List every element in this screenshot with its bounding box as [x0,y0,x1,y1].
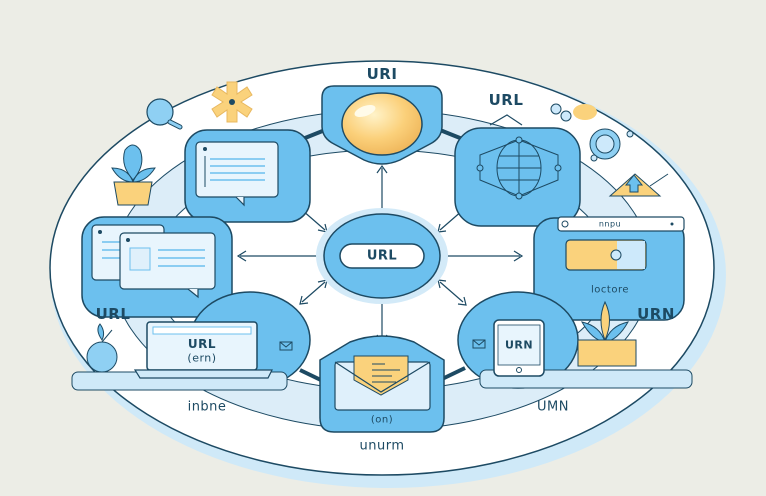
laptop-icon [133,321,273,379]
chevron-up-icon [489,114,523,126]
label-url-left: URL [95,305,131,323]
chat-window-icon [195,141,279,207]
label-bottom: unurm [359,438,405,454]
node-top-left[interactable] [184,129,311,223]
bubbles-icon [550,103,597,122]
apple-icon [86,323,118,373]
label-url-top-right: URL [488,91,524,109]
browser-window-title: nnpu [598,219,622,229]
node-top-right[interactable] [454,127,581,227]
plant-pot-icon [577,300,637,367]
label-urn-right: URN [637,305,675,323]
browser-window-titlebar [557,216,685,232]
center-url-pill[interactable] [339,243,425,269]
label-uri-top: URI [366,65,398,83]
gear-icon [211,81,253,123]
tablet-icon [493,319,545,377]
laptop-screen-line1: URL [187,337,217,351]
label-bottom-right: UMN [537,399,569,415]
magnifier-icon [146,98,183,130]
mail-icon-left [279,341,293,351]
envelope-caption: (on) [370,414,394,426]
stacked-windows-icon [91,224,216,299]
triangle-arrow-icon [608,173,669,197]
node-bottom-right[interactable] [457,291,693,389]
browser-window-icon [565,239,647,271]
target-icon [589,128,634,162]
node-bottom-left[interactable] [71,291,311,391]
node-bottom[interactable] [319,335,445,433]
laptop-screen-line2: (ern) [187,351,217,365]
node-right[interactable] [533,216,685,321]
node-top[interactable] [321,85,443,165]
label-bottom-left: inbne [187,399,227,415]
plant-icon [111,144,156,206]
mail-icon-right [472,339,486,349]
envelope-icon [334,355,431,411]
globe-network-icon [476,136,562,200]
tablet-screen-text: URN [504,338,534,352]
sphere-icon [341,92,423,156]
center-node-label: URL [366,248,398,264]
browser-window-caption: loctore [591,284,629,296]
node-left[interactable] [81,216,233,318]
